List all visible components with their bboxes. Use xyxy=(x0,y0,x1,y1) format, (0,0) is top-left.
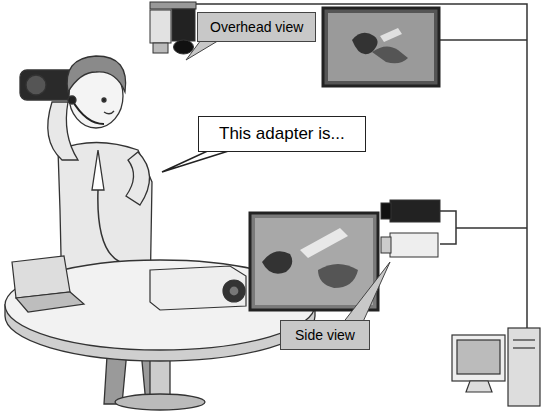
projector-body xyxy=(150,266,246,310)
adapter-shape xyxy=(300,228,348,258)
label-text: Side view xyxy=(295,327,355,343)
camera-lens xyxy=(381,203,391,219)
tower xyxy=(508,328,540,406)
hand-shape xyxy=(262,251,292,273)
laptop-screen xyxy=(12,256,70,298)
side-screen xyxy=(250,213,378,310)
monitor-stand xyxy=(466,381,492,392)
headset xyxy=(68,96,76,104)
screen-image xyxy=(255,218,373,305)
adapter-shape xyxy=(380,28,402,42)
camera-body xyxy=(390,233,438,257)
view-label: Overhead view xyxy=(197,12,316,42)
hand-shape xyxy=(372,46,408,63)
cable-line xyxy=(440,211,527,244)
drive-slot xyxy=(513,339,535,340)
drive-slot xyxy=(513,347,535,348)
projector xyxy=(150,266,246,310)
camera-lens xyxy=(153,43,168,53)
camera-lens xyxy=(381,237,391,253)
headset-mic xyxy=(72,100,104,124)
camera-lens xyxy=(26,75,46,95)
screen-image xyxy=(328,13,434,81)
overhead-screen xyxy=(323,8,439,86)
table-base xyxy=(115,394,205,410)
side-cameras xyxy=(381,200,440,257)
view-label: Side view xyxy=(280,320,370,350)
arm xyxy=(126,152,150,205)
screen-frame xyxy=(323,8,439,86)
camera-lens xyxy=(174,40,194,54)
monitor-screen xyxy=(457,340,500,374)
hair xyxy=(67,56,126,92)
cable-line xyxy=(440,39,527,41)
camera-body xyxy=(150,10,171,43)
mouth xyxy=(104,111,114,114)
overhead-cameras xyxy=(150,2,196,54)
label-text: This adapter is... xyxy=(219,124,345,144)
screen-frame xyxy=(250,213,378,310)
monitor xyxy=(452,335,505,381)
eye xyxy=(102,98,106,102)
laptop-base xyxy=(16,292,84,312)
projector-lens xyxy=(229,286,239,296)
callout-pointer xyxy=(342,262,390,324)
speech-bubble: This adapter is... xyxy=(198,116,366,152)
computer xyxy=(452,328,540,406)
laptop xyxy=(12,256,84,312)
camera-mount xyxy=(150,2,196,9)
projector-lens xyxy=(223,280,245,302)
collar xyxy=(92,150,104,190)
camera-body xyxy=(172,9,195,41)
hand-shape xyxy=(318,264,358,288)
label-text: Overhead view xyxy=(210,19,303,35)
camera-body xyxy=(390,200,440,222)
